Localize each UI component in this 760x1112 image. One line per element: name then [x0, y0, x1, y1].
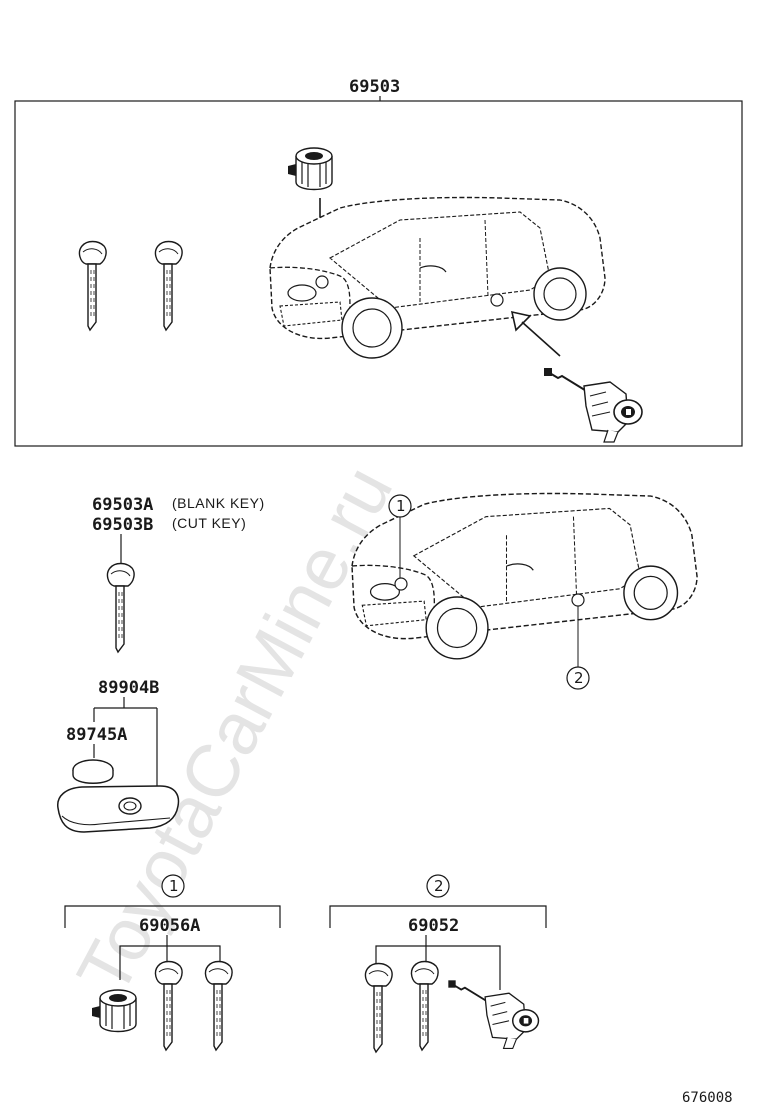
- kit-arrow-door: [510, 310, 561, 357]
- part-number-kit-set: 69503: [349, 77, 400, 97]
- set-2-key-1: [364, 962, 393, 1053]
- kit-key-1: [78, 240, 107, 331]
- set-1-key-1: [154, 960, 183, 1051]
- key-single: [106, 562, 135, 653]
- part-number-cut-key: 69503B: [92, 515, 153, 535]
- set-2-door-lock: [447, 979, 540, 1050]
- svg-text:1: 1: [169, 877, 179, 895]
- part-number-transmitter: 89904B: [98, 678, 159, 698]
- figure-reference: 676008: [682, 1090, 733, 1106]
- set-1-key-2: [204, 960, 233, 1051]
- svg-text:2: 2: [434, 877, 444, 895]
- part-number-battery: 89745A: [66, 725, 127, 745]
- callout-1-top: 1: [388, 494, 412, 578]
- note-cut-key: (CUT KEY): [172, 515, 246, 531]
- battery-coin-cell: [72, 759, 114, 784]
- callout-2-set: 2: [426, 874, 450, 898]
- set-1-cylinder: [91, 989, 137, 1033]
- callout-1-set: 1: [161, 874, 185, 898]
- transmitter-housing: [57, 785, 180, 833]
- part-number-set-1: 69056A: [139, 916, 200, 936]
- note-blank-key: (BLANK KEY): [172, 495, 265, 511]
- svg-text:2: 2: [574, 669, 584, 687]
- locator-vehicle: [351, 492, 698, 660]
- kit-set-frame: [14, 100, 743, 447]
- kit-key-2: [154, 240, 183, 331]
- kit-ignition-cylinder: [287, 147, 333, 191]
- set-2-key-2: [410, 960, 439, 1051]
- kit-door-lock: [543, 367, 643, 443]
- callout-2-top: 2: [566, 606, 590, 690]
- part-number-blank-key: 69503A: [92, 495, 153, 515]
- svg-text:1: 1: [396, 497, 406, 515]
- part-number-set-2: 69052: [408, 916, 459, 936]
